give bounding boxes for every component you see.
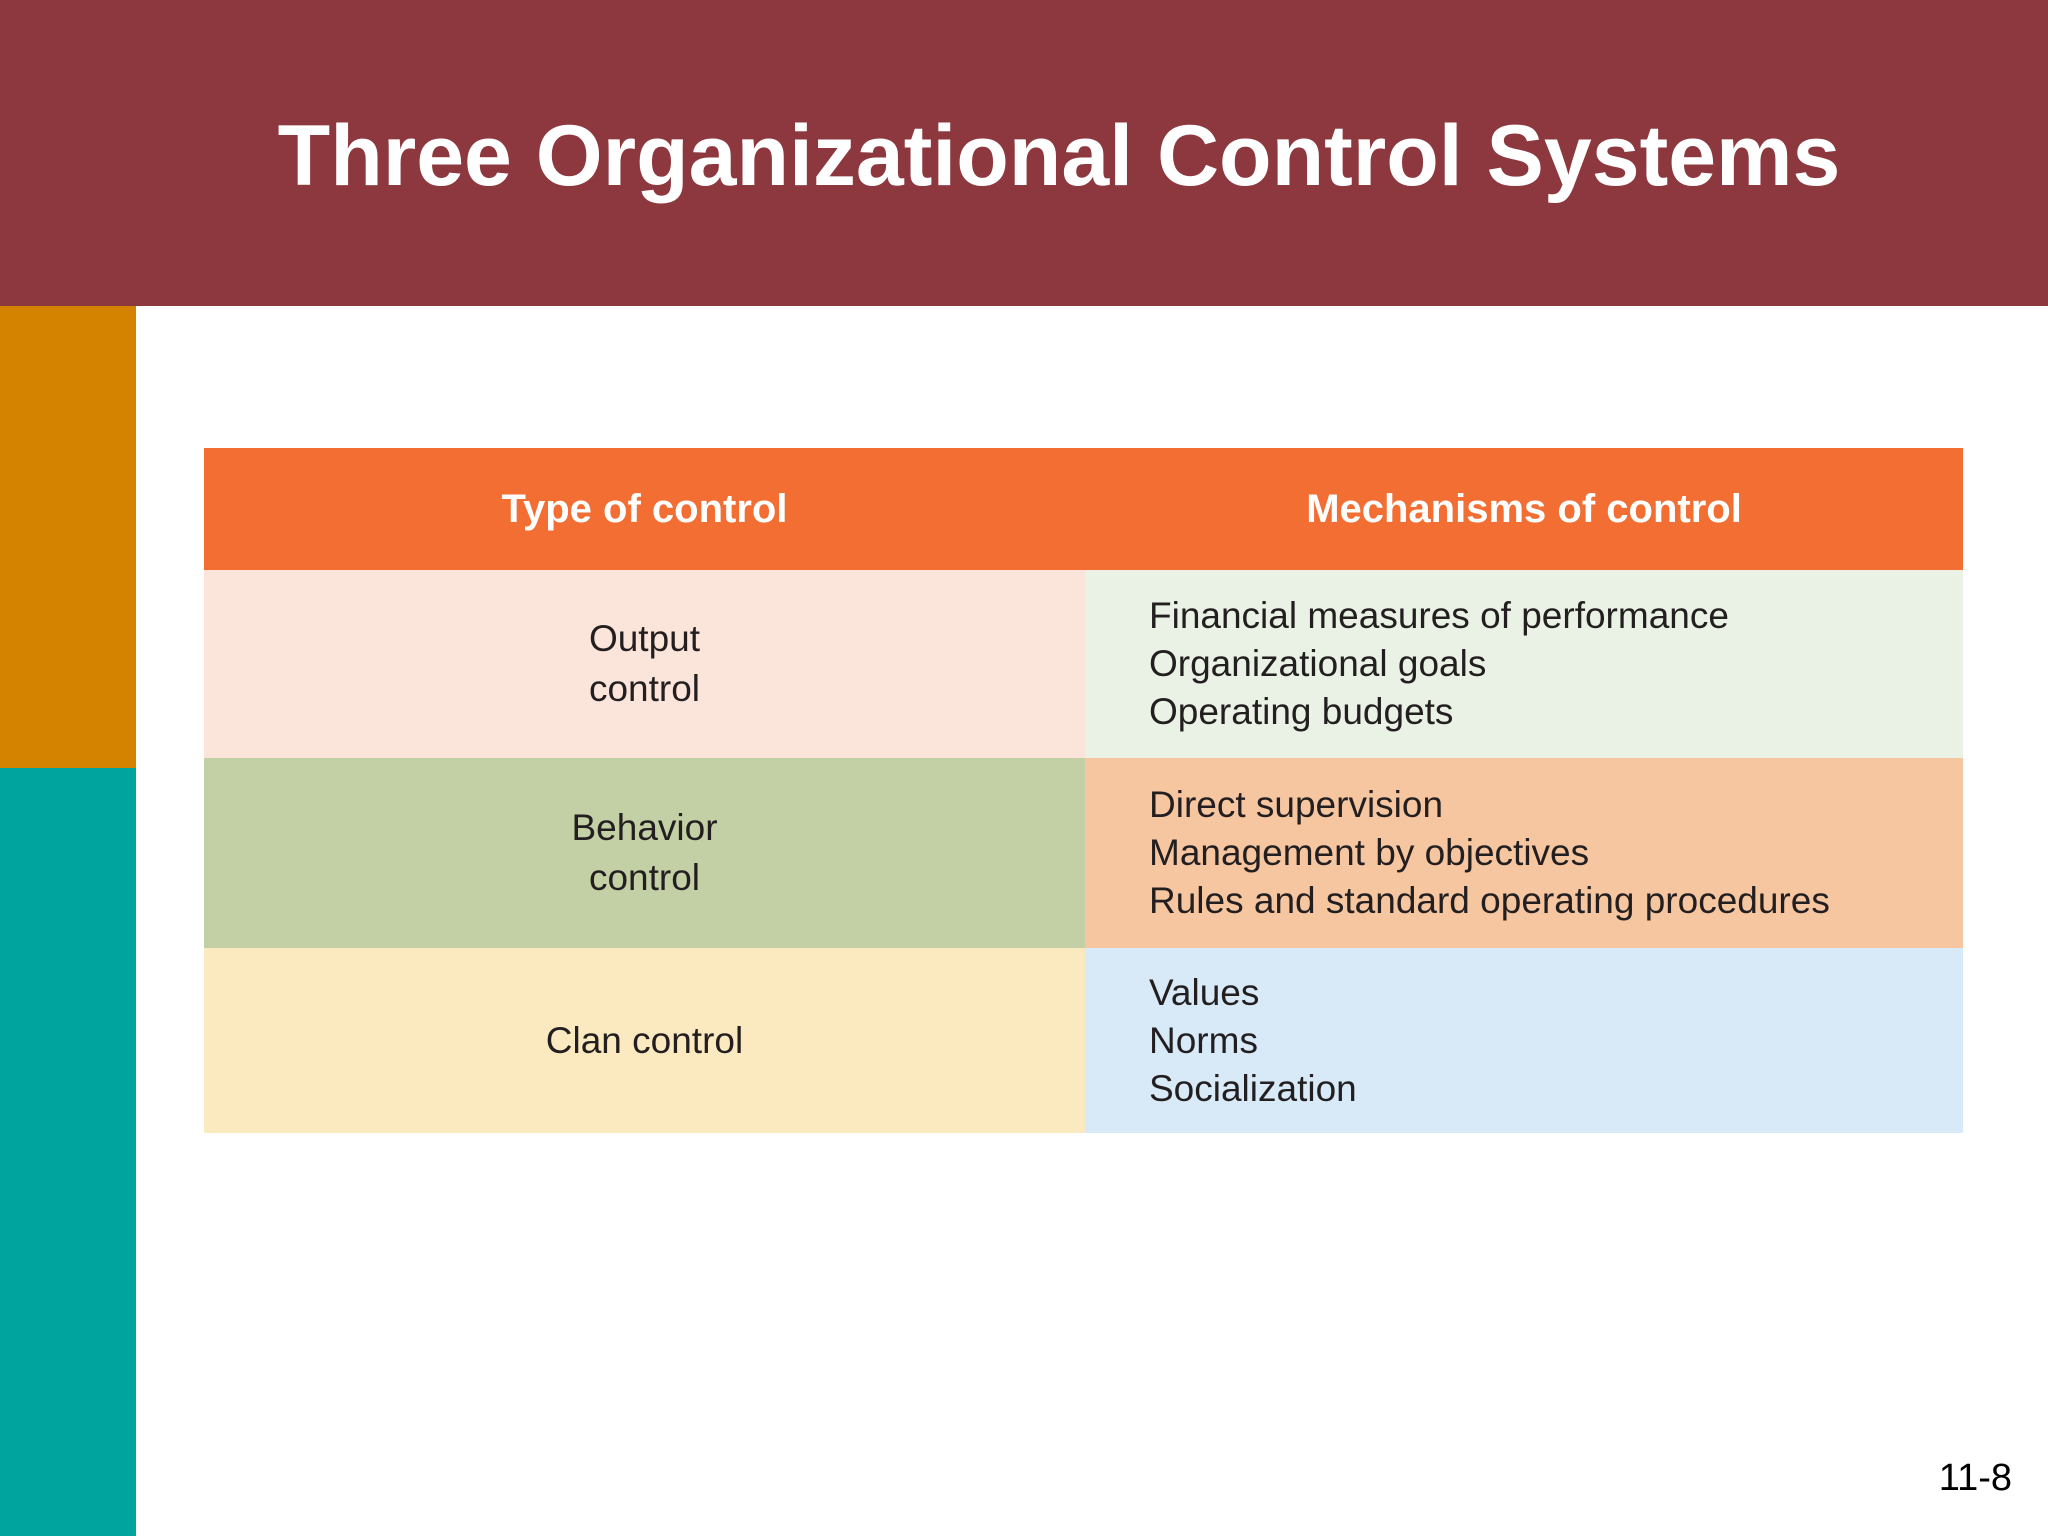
column-header-mechanisms-of-control: Mechanisms of control: [1306, 486, 1742, 531]
mechanism-line: Management by objectives: [1149, 832, 1590, 873]
table-row-behavior-control: Behavior control Direct supervision Mana…: [204, 758, 1963, 948]
type-cell-output-control: Output control: [204, 570, 1085, 758]
type-cell-behavior-control: Behavior control: [204, 758, 1085, 948]
type-line: Behavior: [571, 807, 718, 848]
mechanisms-cell-clan-control: Values Norms Socialization: [1085, 948, 1963, 1133]
type-line: control: [588, 668, 701, 709]
sidebar-accent-orange: [0, 306, 136, 768]
column-header-type-of-control: Type of control: [501, 486, 788, 531]
table-header-row: Type of control Mechanisms of control: [204, 448, 1963, 570]
mechanisms-cell-behavior-control: Direct supervision Management by objecti…: [1085, 758, 1963, 948]
mechanisms-cell-output-control: Financial measures of performance Organi…: [1085, 570, 1963, 758]
type-line: control: [588, 857, 701, 898]
type-line: Output: [588, 618, 701, 659]
control-systems-table: Type of control Mechanisms of control Ou…: [204, 448, 1963, 1133]
type-line: Clan control: [545, 1019, 744, 1061]
title-band: Three Organizational Control Systems: [0, 0, 2048, 306]
mechanism-line: Norms: [1149, 1019, 1258, 1061]
mechanism-line: Socialization: [1149, 1067, 1357, 1109]
mechanism-line: Operating budgets: [1149, 691, 1454, 732]
mechanism-line: Rules and standard operating procedures: [1149, 880, 1830, 921]
page-number: 11-8: [1938, 1457, 2012, 1499]
table-row-clan-control: Clan control Values Norms Socialization: [204, 948, 1963, 1133]
mechanism-line: Organizational goals: [1149, 643, 1487, 684]
mechanism-line: Values: [1149, 971, 1260, 1013]
type-cell-clan-control: Clan control: [204, 948, 1085, 1133]
slide-title: Three Organizational Control Systems: [277, 107, 1841, 204]
table-row-output-control: Output control Financial measures of per…: [204, 570, 1963, 758]
mechanism-line: Direct supervision: [1149, 784, 1444, 825]
mechanism-line: Financial measures of performance: [1149, 595, 1729, 636]
sidebar-accent-teal: [0, 768, 136, 1536]
